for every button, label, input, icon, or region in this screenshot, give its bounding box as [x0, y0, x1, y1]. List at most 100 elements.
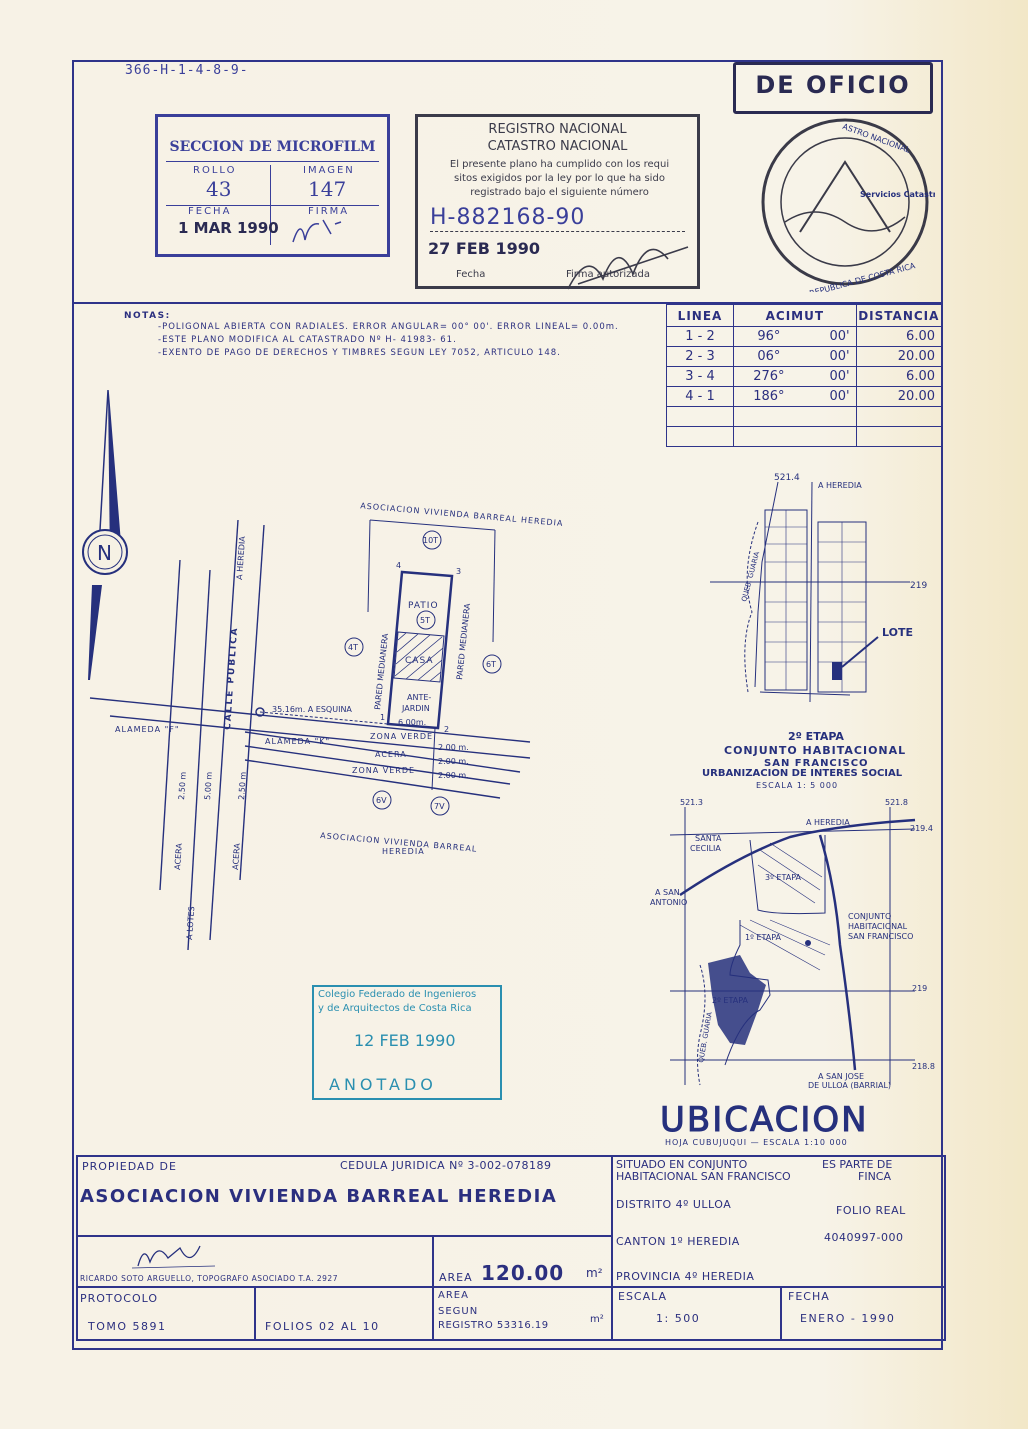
- area-segun-unit: m²: [590, 1314, 604, 1325]
- etapa-title-3: SAN FRANCISCO: [764, 758, 869, 769]
- notas-item-3: -EXENTO DE PAGO DE DERECHOS Y TIMBRES SE…: [158, 348, 561, 358]
- antejardin-label-2: JARDIN: [401, 704, 430, 713]
- asociacion-bottom-2: HEREDIA: [382, 847, 425, 856]
- distancia-cell: 6.00: [855, 366, 943, 387]
- dim-200-1: 2.00 m.: [438, 743, 469, 752]
- ubicacion-map: 521.3 521.8 219.4 219 218.8 A HEREDIA SA…: [650, 798, 935, 1147]
- etapa-map: 521.4 A HEREDIA 219 QUEB. GUARIA LOTE 2º…: [702, 473, 927, 790]
- grados-cell: 96°: [732, 326, 804, 347]
- ubic-santa-cecilia-1: SANTA: [695, 834, 722, 843]
- ubic-etapa-1: 1º ETAPA: [745, 933, 782, 942]
- marker-7v: 7V: [434, 802, 445, 811]
- minutos-cell: 00': [803, 326, 857, 347]
- dim-500: 5.00 m: [203, 771, 214, 800]
- marker-6v: 6V: [376, 796, 387, 805]
- propiedad-label: PROPIEDAD DE: [82, 1160, 177, 1173]
- registro-text1: El presente plano ha cumplido con los re…: [449, 159, 670, 170]
- canton-label: CANTON 1º HEREDIA: [616, 1235, 740, 1248]
- pared-der-label: PARED MEDIANERA: [455, 602, 472, 680]
- registro-line1: REGISTRO NACIONAL: [488, 122, 627, 137]
- escala-value: 1: 500: [656, 1312, 701, 1325]
- plan-frame: [72, 60, 943, 1350]
- casa-label: CASA: [405, 656, 433, 666]
- distancia-cell: 20.00: [855, 346, 943, 367]
- anotado-label: ANOTADO: [329, 1075, 437, 1094]
- table-row: 1 - 2 96° 00' 6.00: [666, 326, 943, 347]
- ubic-conjunto-1: CONJUNTO: [848, 912, 891, 921]
- ubic-etapa-2: 2º ETAPA: [712, 996, 749, 1005]
- point-1: 1: [380, 713, 385, 722]
- folios-label: FOLIOS 02 AL 10: [265, 1320, 380, 1333]
- a-lotes-label: A LOTES: [185, 906, 196, 940]
- etapa-coord-219: 219: [910, 581, 927, 591]
- a-heredia-label: A HEREDIA: [235, 535, 247, 580]
- de-oficio-label: DE OFICIO: [755, 71, 911, 99]
- topografo-label: RICARDO SOTO ARGUELLO, TOPOGRAFO ASOCIAD…: [80, 1274, 338, 1283]
- seal-right: Servicios Catastrales: [860, 190, 935, 199]
- area-value: 120.00: [481, 1261, 565, 1285]
- etapa-title-1: 2º ETAPA: [788, 730, 844, 743]
- rollo-value: 43: [206, 177, 232, 201]
- distancia-cell: 6.00: [855, 326, 943, 347]
- rollo-label: ROLLO: [193, 165, 237, 176]
- registro-line2: CATASTRO NACIONAL: [487, 139, 628, 154]
- table-row: 2 - 3 06° 00' 20.00: [666, 346, 943, 367]
- de-oficio-stamp: DE OFICIO: [733, 62, 933, 114]
- dim-200-2: 2.00 m.: [438, 757, 469, 766]
- situado-line1: SITUADO EN CONJUNTO: [616, 1158, 748, 1171]
- registro-stamp: REGISTRO NACIONAL CATASTRO NACIONAL El p…: [415, 114, 700, 290]
- linea-cell: 1 - 2: [666, 326, 734, 347]
- registro-fecha: 27 FEB 1990: [428, 239, 540, 258]
- ubic-queb: QUEB. GUARIA: [697, 1011, 714, 1063]
- etapa-escala: ESCALA 1: 5 000: [756, 781, 838, 790]
- acera-right: ACERA: [231, 842, 242, 870]
- marker-4t: 4T: [348, 643, 358, 652]
- anotado-line1: Colegio Federado de Ingenieros: [318, 989, 477, 1000]
- zona-verde-bottom: ZONA VERDE: [352, 766, 415, 775]
- lot-plan-drawing: N ASOCIACION VIVIENDA BARREAL HEREDIA PA…: [82, 389, 564, 951]
- etapa-a-heredia: A HEREDIA: [818, 481, 862, 490]
- ubicacion-hoja: HOJA CUBUJUQUI — ESCALA 1:10 000: [665, 1138, 848, 1147]
- dim-200-3: 2.00 m.: [438, 771, 469, 780]
- survey-header-acimut: ACIMUT: [733, 304, 857, 327]
- lado-label: 6.00m.: [398, 718, 426, 727]
- fecha-label: FECHA: [188, 206, 232, 217]
- ubic-c3: 219.4: [910, 824, 933, 833]
- notas-item-1: -POLIGONAL ABIERTA CON RADIALES. ERROR A…: [158, 322, 619, 332]
- anotado-fecha: 12 FEB 1990: [354, 1031, 456, 1050]
- point-4: 4: [396, 561, 401, 570]
- ubic-conjunto-3: SAN FRANCISCO: [848, 932, 913, 941]
- calle-publica-label: CALLE PUBLICA: [223, 626, 240, 730]
- ubicacion-title: UBICACION: [660, 1100, 869, 1140]
- anotado-line2: y de Arquitectos de Costa Rica: [318, 1003, 472, 1014]
- etapa-title-2: CONJUNTO HABITACIONAL: [724, 744, 906, 757]
- zona-verde-top: ZONA VERDE: [370, 732, 433, 741]
- grados-cell: 276°: [732, 366, 804, 387]
- fecha-value-footer: ENERO - 1990: [800, 1312, 896, 1325]
- area-segun-2: SEGUN: [438, 1306, 479, 1317]
- etapa-queb: QUEB. GUARIA: [740, 551, 761, 603]
- etapa-lote: LOTE: [882, 626, 913, 639]
- microfilm-signature: [292, 219, 342, 243]
- marker-6t: 6T: [486, 660, 496, 669]
- minutos-cell: 00': [803, 366, 857, 387]
- topografo-signature: [131, 1245, 216, 1269]
- survey-header-distancia: DISTANCIA: [855, 304, 943, 327]
- folio-real-value: 4040997-000: [824, 1231, 904, 1244]
- etapa-coord-top: 521.4: [774, 473, 800, 483]
- microfilm-title: SECCION DE MICROFILM: [169, 139, 376, 155]
- cedula-label: CEDULA JURIDICA Nº 3-002-078189: [340, 1159, 552, 1172]
- minutos-cell: 00': [803, 346, 857, 367]
- pared-izq-label: PARED MEDIANERA: [373, 632, 390, 710]
- notas-item-2: -ESTE PLANO MODIFICA AL CATASTRADO Nº H-…: [158, 335, 457, 345]
- situado-line2: HABITACIONAL SAN FRANCISCO: [616, 1170, 791, 1183]
- marker-5t: 5T: [420, 616, 430, 625]
- header-divider: [72, 302, 943, 304]
- grados-cell: 186°: [732, 386, 804, 407]
- minutos-cell: 00': [803, 386, 857, 407]
- registro-numero: H-882168-90: [430, 205, 586, 230]
- ubic-c1: 521.3: [680, 798, 703, 807]
- protocolo-label: PROTOCOLO: [80, 1292, 159, 1305]
- acera-label: ACERA: [375, 750, 407, 759]
- area-label: AREA: [439, 1271, 473, 1284]
